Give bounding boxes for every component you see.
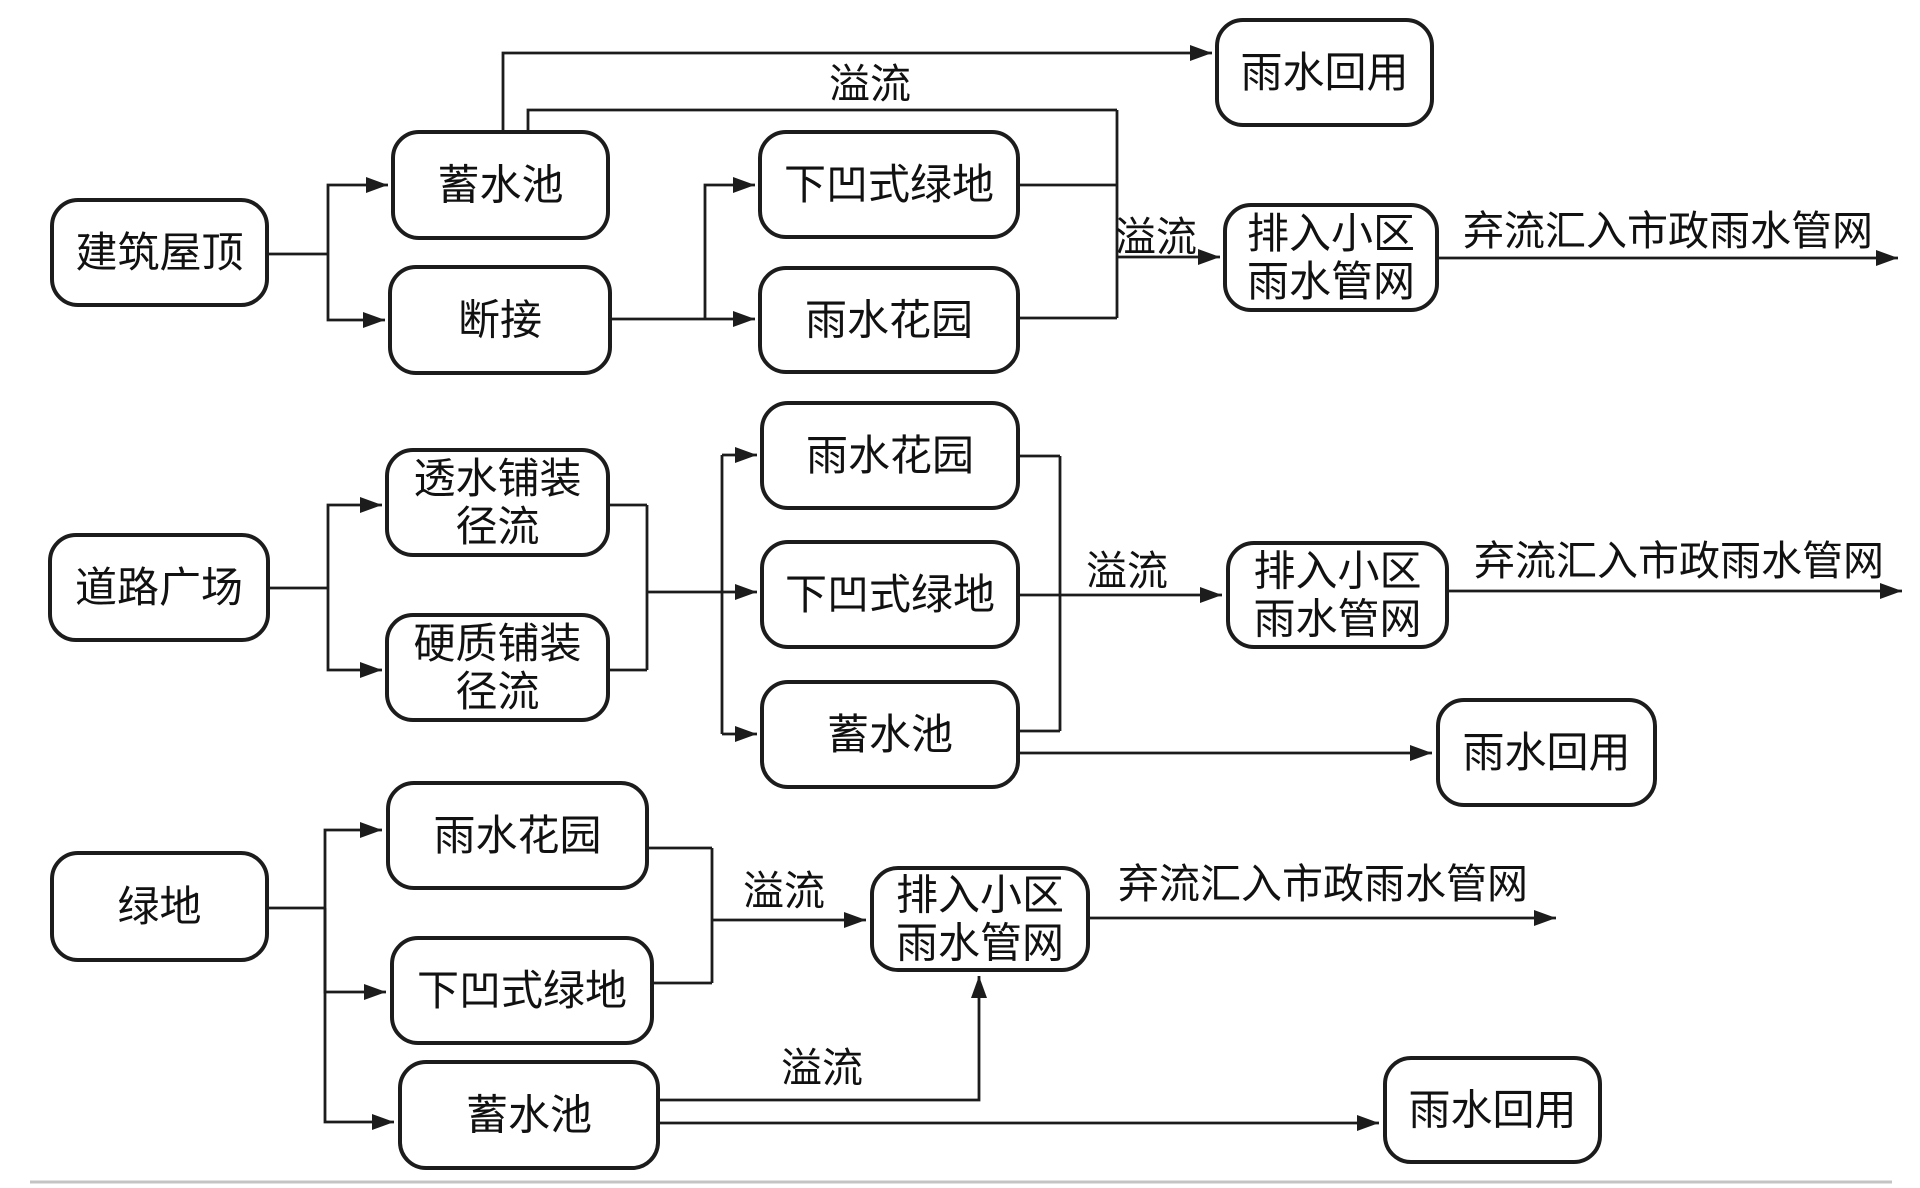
node-rain-garden-green-label: 雨水花园 <box>433 812 601 859</box>
node-sunken-green-green-box <box>390 936 654 1045</box>
arrowhead-green-branch-tank <box>372 1114 394 1130</box>
node-downspout-disconnect-label: 断接 <box>458 297 542 344</box>
arrowhead-tank-roof-to-reuse <box>1190 45 1212 61</box>
node-storage-tank-roof: 蓄水池 <box>391 130 610 240</box>
arrowhead-tank-green-to-reuse <box>1357 1115 1379 1131</box>
node-rain-reuse-roof-label: 雨水回用 <box>1240 49 1408 96</box>
node-permeable-paving-runoff-label: 透水铺装径流 <box>413 455 581 550</box>
node-road-plaza: 道路广场 <box>48 533 270 642</box>
arrowhead-merge-road-to-sunken <box>735 584 757 600</box>
node-community-network-green-label: 排入小区雨水管网 <box>896 872 1064 967</box>
node-road-plaza-box <box>48 533 270 642</box>
arrowhead-network-roof-discard <box>1876 250 1898 266</box>
label-overflow-roof-top: 溢流 <box>829 61 911 107</box>
node-hard-paving-runoff-label: 硬质铺装径流 <box>413 620 581 715</box>
arrowhead-branch-road-garden <box>735 447 757 463</box>
node-community-network-roof-box <box>1223 203 1439 312</box>
node-rain-garden-roof-box <box>758 266 1020 374</box>
edge-tank-roof-overflow <box>526 108 1117 132</box>
node-sunken-green-road-box <box>760 540 1020 649</box>
label-discard-green: 弃流汇入市政雨水管网 <box>1118 861 1528 907</box>
node-downspout-disconnect-box <box>388 265 612 375</box>
node-community-network-road-box <box>1226 541 1449 649</box>
node-sunken-green-roof-box <box>758 130 1020 239</box>
node-hard-paving-runoff-box <box>385 613 610 722</box>
node-sunken-green-green: 下凹式绿地 <box>390 936 654 1045</box>
node-storage-tank-road-box <box>760 680 1020 789</box>
arrowhead-green-branch-sunken <box>364 984 386 1000</box>
node-rain-reuse-green-box <box>1383 1056 1602 1164</box>
node-rain-garden-roof-label: 雨水花园 <box>805 297 973 344</box>
node-green-space-box <box>50 851 269 962</box>
node-rain-garden-road-box <box>760 401 1020 510</box>
node-rain-reuse-road: 雨水回用 <box>1436 698 1657 807</box>
node-rain-garden-road: 雨水花园 <box>760 401 1020 510</box>
node-rain-garden-green: 雨水花园 <box>386 781 649 890</box>
node-storage-tank-roof-box <box>391 130 610 240</box>
node-rain-garden-green-box <box>386 781 649 890</box>
node-rain-reuse-road-box <box>1436 698 1657 807</box>
arrowhead-disconnect-branch-sunken <box>733 177 755 193</box>
arrowhead-green-branch-garden <box>360 822 382 838</box>
arrowhead-merge-green-to-network <box>844 912 866 928</box>
node-building-roof-label: 建筑屋顶 <box>75 229 243 276</box>
node-storage-tank-roof-label: 蓄水池 <box>437 162 563 209</box>
arrowhead-tank-green-overflow <box>971 976 987 998</box>
node-green-space: 绿地 <box>50 851 269 962</box>
node-community-network-roof-label: 排入小区雨水管网 <box>1247 210 1415 305</box>
node-green-space-label: 绿地 <box>117 883 201 930</box>
node-permeable-paving-runoff: 透水铺装径流 <box>385 448 610 557</box>
node-community-network-road-label: 排入小区雨水管网 <box>1253 548 1421 643</box>
node-permeable-paving-runoff-box <box>385 448 610 557</box>
node-road-plaza-label: 道路广场 <box>75 564 243 611</box>
node-rain-garden-road-label: 雨水花园 <box>806 432 974 479</box>
label-overflow-green-upper: 溢流 <box>743 868 825 914</box>
node-storage-tank-green-box <box>398 1060 660 1170</box>
node-rain-reuse-roof-box <box>1215 18 1434 127</box>
node-downspout-disconnect: 断接 <box>388 265 612 375</box>
arrowhead-collector-roof-to-net <box>1198 249 1220 265</box>
node-community-network-roof: 排入小区雨水管网 <box>1223 203 1439 312</box>
node-community-network-road: 排入小区雨水管网 <box>1226 541 1449 649</box>
arrowhead-roof-branch-tank <box>366 177 388 193</box>
node-community-network-green-box <box>870 866 1090 972</box>
label-overflow-road: 溢流 <box>1086 548 1168 594</box>
label-overflow-green-lower: 溢流 <box>781 1045 863 1091</box>
edge-tank-roof-to-reuse <box>501 51 1212 132</box>
label-discard-roof: 弃流汇入市政雨水管网 <box>1463 208 1873 254</box>
node-rain-reuse-green: 雨水回用 <box>1383 1056 1602 1164</box>
node-storage-tank-green-label: 蓄水池 <box>466 1092 592 1139</box>
arrowhead-tank-road-to-reuse <box>1410 745 1432 761</box>
arrowhead-plaza-branch-permeable <box>360 497 382 513</box>
node-sunken-green-roof-label: 下凹式绿地 <box>784 161 994 208</box>
node-hard-paving-runoff: 硬质铺装径流 <box>385 613 610 722</box>
node-building-roof: 建筑屋顶 <box>50 198 269 307</box>
node-sunken-green-roof: 下凹式绿地 <box>758 130 1020 239</box>
node-rain-reuse-roof: 雨水回用 <box>1215 18 1434 127</box>
node-storage-tank-road-label: 蓄水池 <box>827 711 953 758</box>
node-community-network-green: 排入小区雨水管网 <box>870 866 1090 972</box>
node-sunken-green-road: 下凹式绿地 <box>760 540 1020 649</box>
edge-tank-green-overflow <box>658 976 981 1102</box>
arrowhead-disconnect-to-garden <box>733 311 755 327</box>
edge-green-branch-tank <box>323 908 394 1124</box>
node-rain-reuse-road-label: 雨水回用 <box>1462 729 1630 776</box>
node-rain-reuse-green-label: 雨水回用 <box>1408 1087 1576 1134</box>
node-sunken-green-green-label: 下凹式绿地 <box>417 967 627 1014</box>
node-rain-garden-roof: 雨水花园 <box>758 266 1020 374</box>
arrowhead-plaza-branch-hard <box>360 662 382 678</box>
node-sunken-green-road-label: 下凹式绿地 <box>785 571 995 618</box>
label-discard-road: 弃流汇入市政雨水管网 <box>1474 538 1884 584</box>
arrowhead-network-road-discard <box>1880 583 1902 599</box>
arrowhead-network-green-discard <box>1534 910 1556 926</box>
arrowhead-sunken-road-to-network <box>1200 587 1222 603</box>
node-storage-tank-green: 蓄水池 <box>398 1060 660 1170</box>
arrowhead-branch-road-tank <box>735 726 757 742</box>
label-overflow-roof-right: 溢流 <box>1115 214 1197 260</box>
node-building-roof-box <box>50 198 269 307</box>
node-storage-tank-road: 蓄水池 <box>760 680 1020 789</box>
arrowhead-roof-branch-disconnect <box>363 312 385 328</box>
